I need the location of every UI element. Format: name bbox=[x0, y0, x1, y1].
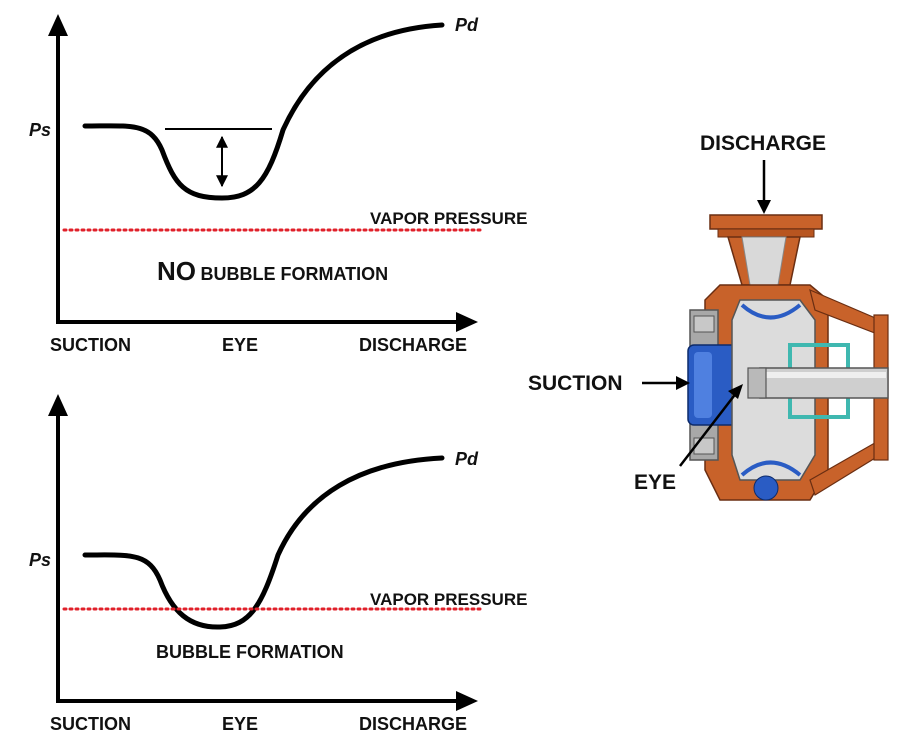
discharge-arrow-head bbox=[757, 200, 771, 214]
discharge-flange-lip bbox=[717, 228, 815, 238]
pump-eye-label: EYE bbox=[634, 471, 677, 494]
bottom-vapor-pressure-label: VAPOR PRESSURE bbox=[370, 590, 528, 609]
bottom-x-label-discharge: DISCHARGE bbox=[359, 714, 468, 734]
top-pd-label: Pd bbox=[455, 15, 479, 35]
top-status-rest: BUBBLE FORMATION bbox=[200, 264, 389, 284]
top-status-label: NO BUBBLE FORMATION bbox=[157, 258, 388, 284]
suction-arrow-head bbox=[676, 376, 690, 390]
pump-discharge-label: DISCHARGE bbox=[700, 132, 827, 155]
eye-arrow bbox=[679, 391, 738, 467]
suction-flange-bolt-bottom bbox=[693, 437, 715, 455]
pump-suction-label: SUCTION bbox=[528, 372, 623, 395]
bottom-x-label-eye: EYE bbox=[222, 714, 259, 734]
volute-bubble bbox=[753, 475, 779, 501]
top-pressure-curve bbox=[82, 22, 445, 201]
suction-flange-bolt-top bbox=[693, 315, 715, 333]
top-x-axis-arrow bbox=[456, 312, 478, 332]
top-vapor-pressure-label: VAPOR PRESSURE bbox=[370, 209, 528, 228]
suction-inlet-highlight bbox=[694, 352, 712, 418]
impeller-nut bbox=[747, 367, 767, 399]
bottom-y-axis-arrow bbox=[48, 394, 68, 416]
impeller-vane-bottom bbox=[740, 460, 802, 477]
shaft-highlight bbox=[762, 372, 886, 378]
top-x-label-suction: SUCTION bbox=[50, 335, 131, 355]
bottom-status-label: BUBBLE FORMATION bbox=[156, 642, 344, 662]
bottom-chart bbox=[48, 394, 486, 711]
top-y-axis-arrow bbox=[48, 14, 68, 36]
discharge-nozzle-bore bbox=[741, 236, 787, 286]
discharge-flange bbox=[709, 214, 823, 230]
bottom-ps-label: Ps bbox=[29, 550, 52, 570]
pump-cutaway bbox=[642, 160, 889, 501]
top-x-label-eye: EYE bbox=[222, 335, 259, 355]
top-x-label-discharge: DISCHARGE bbox=[359, 335, 468, 355]
top-status-strong: NO bbox=[157, 256, 196, 286]
top-ps-label: Ps bbox=[29, 120, 52, 140]
eye-arrow-head bbox=[728, 384, 743, 399]
bottom-x-label-suction: SUCTION bbox=[50, 714, 131, 734]
impeller-vane-top bbox=[740, 303, 802, 320]
bottom-x-axis-arrow bbox=[456, 691, 478, 711]
top-chart bbox=[48, 14, 486, 332]
bottom-pd-label: Pd bbox=[455, 449, 479, 469]
bottom-pressure-curve bbox=[82, 455, 445, 630]
